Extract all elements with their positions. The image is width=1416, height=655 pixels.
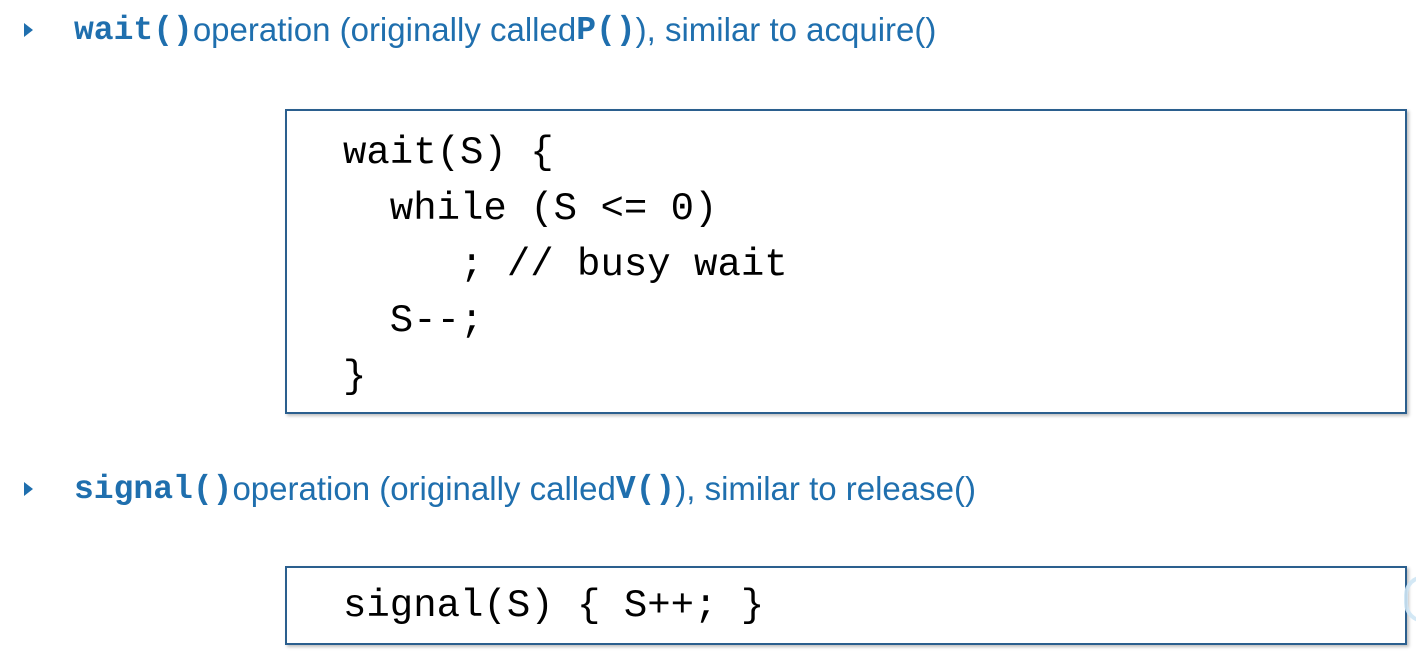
code-line: wait(S) { — [343, 131, 554, 175]
wait-function-name: wait() — [74, 11, 193, 49]
signal-description-part1: operation (originally called — [232, 470, 616, 507]
signal-function-name: signal() — [74, 470, 233, 508]
bullet-wait-text: wait() operation (originally called P())… — [74, 6, 936, 54]
wait-original-name: P() — [576, 11, 636, 49]
bullet-signal-text: signal() operation (originally called V(… — [74, 465, 976, 513]
code-line: while (S <= 0) — [343, 187, 718, 231]
code-line: S--; — [343, 299, 484, 343]
signal-original-name: V() — [615, 470, 676, 508]
code-line: signal(S) { S++; } — [343, 584, 765, 628]
wait-description-part2: ), similar to acquire() — [635, 11, 937, 48]
signal-description-part2: ), similar to release() — [675, 470, 976, 507]
signal-code-block: signal(S) { S++; } — [285, 566, 1407, 645]
wait-description-part1: operation (originally called — [192, 11, 577, 48]
code-line: ; // busy wait — [343, 243, 788, 287]
triangle-right-icon — [24, 482, 33, 496]
triangle-right-icon — [24, 23, 33, 37]
wait-code-block: wait(S) { while (S <= 0) ; // busy wait … — [285, 109, 1407, 414]
code-line: } — [343, 355, 367, 399]
